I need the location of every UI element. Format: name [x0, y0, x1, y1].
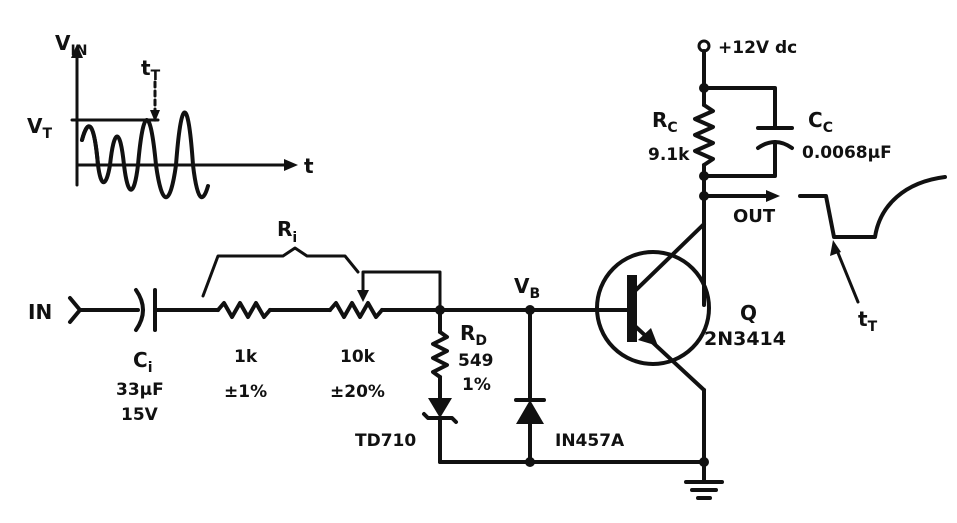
rd-zener-branch: RD 549 1% TD710 [355, 308, 494, 464]
rd-tolerance: 1% [462, 375, 491, 395]
inset-v-axis-arrow [71, 44, 83, 58]
input-signal-curve-start [80, 124, 100, 167]
cc-bottom-wire [702, 140, 777, 178]
diode-label: IN457A [555, 431, 625, 451]
diode-body [516, 400, 544, 424]
rd-value: 549 [458, 351, 494, 371]
transistor-label: Q [740, 301, 757, 325]
trigger-marker-arrow [150, 110, 160, 122]
r1-value: 1k [234, 347, 258, 367]
inset-t-label: t [304, 154, 314, 178]
ri-label: Ri [277, 217, 297, 246]
cc-top-wire [702, 86, 777, 130]
r2-value: 10k [340, 347, 376, 367]
ci-label: Ci [133, 348, 153, 376]
supply-label: +12V dc [718, 38, 797, 58]
rc-resistor [693, 103, 715, 167]
rd-resistor [431, 330, 449, 379]
supply-section: +12V dc RC 9.1k CC 0.0068μF [648, 38, 892, 307]
r2-tolerance: ±20% [330, 382, 385, 402]
transistor-envelope [595, 250, 711, 366]
cc-label: CC [808, 108, 833, 136]
input-signal-curve [80, 110, 210, 200]
rc-value: 9.1k [648, 145, 690, 165]
transistor-emitter-arrow [638, 328, 658, 346]
cc-value: 0.0068μF [802, 143, 892, 163]
ci-plate-curved [134, 288, 145, 332]
ri-bracket [201, 246, 360, 298]
r1-tolerance: ±1% [224, 382, 267, 402]
diode-branch: VB IN457A [514, 274, 625, 464]
output-waveform [798, 175, 947, 239]
input-section: IN Ri Ci 33μF 15V 1k ±1% 10k ±20% [28, 217, 602, 425]
r1-resistor [216, 301, 272, 319]
output-section: OUT tT [702, 175, 947, 335]
out-arrow [766, 190, 780, 202]
inset-tt-label: tT [141, 56, 161, 84]
zener-body [428, 398, 452, 418]
out-trigger-pointer-arrow [830, 240, 841, 256]
junction-ground-diode [525, 457, 535, 467]
inset-vin-label: VIN [55, 31, 87, 59]
inset-vt-label: VT [27, 114, 52, 142]
ci-voltage: 15V [121, 405, 159, 425]
pot-wiper-wire [361, 270, 442, 312]
input-waveform-inset: VIN tT VT t [27, 31, 314, 200]
out-tt-label: tT [858, 307, 878, 335]
r2-potentiometer [328, 301, 384, 319]
inset-t-axis-arrow [284, 159, 298, 171]
out-label: OUT [733, 206, 776, 227]
ground-section [438, 457, 724, 500]
input-label: IN [28, 300, 52, 324]
transistor-collector-lead [634, 222, 706, 292]
pot-wiper-arrow [357, 290, 369, 302]
ci-value: 33μF [116, 380, 164, 400]
transistor-part: 2N3414 [704, 328, 786, 350]
rd-label: RD [460, 321, 487, 349]
out-trigger-pointer [834, 246, 860, 304]
transistor-q: Q 2N3414 [595, 222, 786, 464]
zener-label: TD710 [355, 431, 416, 451]
rc-label: RC [652, 108, 678, 136]
vb-label: VB [514, 274, 540, 302]
